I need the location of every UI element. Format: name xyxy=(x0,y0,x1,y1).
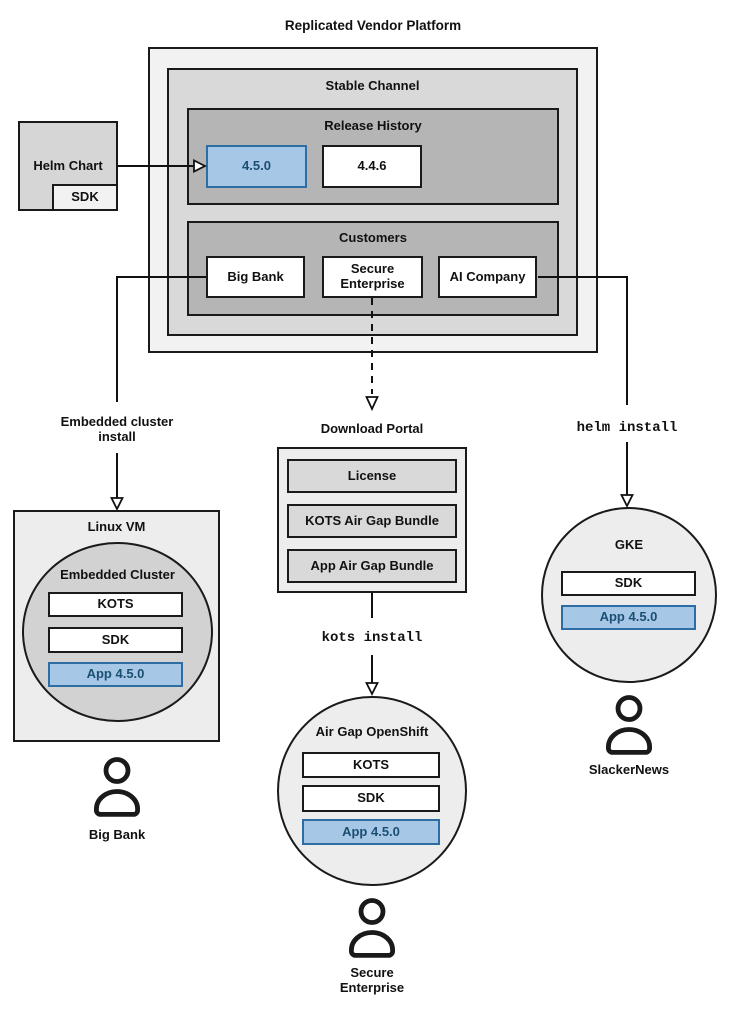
ec-kots-box: KOTS xyxy=(48,592,183,617)
stable-channel-label: Stable Channel xyxy=(325,78,420,93)
gke-sdk-box: SDK xyxy=(561,571,696,596)
kots-install-command: kots install xyxy=(321,630,423,646)
ag-app-box: App 4.5.0 xyxy=(302,819,440,845)
release-4-4-6: 4.4.6 xyxy=(322,145,422,188)
customers-label: Customers xyxy=(339,230,407,245)
customer-big-bank: Big Bank xyxy=(206,256,305,298)
license-box: License xyxy=(287,459,457,493)
customer-secure-enterprise: Secure Enterprise xyxy=(322,256,423,298)
slackernews-user-label: SlackerNews xyxy=(588,762,670,777)
arrowhead-airgap xyxy=(365,682,379,697)
helm-sdk-box: SDK xyxy=(52,184,118,211)
ag-kots-box: KOTS xyxy=(302,752,440,778)
airgap-openshift-label: Air Gap OpenShift xyxy=(315,724,429,739)
embedded-cluster-install-label: Embedded cluster install xyxy=(60,414,174,444)
download-portal-label: Download Portal xyxy=(320,421,424,436)
kots-airgap-bundle-box: KOTS Air Gap Bundle xyxy=(287,504,457,538)
arrowhead-linuxvm xyxy=(110,497,124,512)
diagram-title: Replicated Vendor Platform xyxy=(284,18,462,33)
ag-sdk-box: SDK xyxy=(302,785,440,812)
app-airgap-bundle-box: App Air Gap Bundle xyxy=(287,549,457,583)
linux-vm-label: Linux VM xyxy=(87,519,146,534)
customer-ai-company: AI Company xyxy=(438,256,537,298)
ec-app-box: App 4.5.0 xyxy=(48,662,183,687)
secure-enterprise-user-icon xyxy=(349,898,395,963)
gke-label: GKE xyxy=(614,537,644,552)
gke-app-box: App 4.5.0 xyxy=(561,605,696,630)
slackernews-user-icon xyxy=(606,695,652,760)
big-bank-user-label: Big Bank xyxy=(88,827,146,842)
embedded-cluster-label: Embedded Cluster xyxy=(60,567,175,582)
arrowhead-gke xyxy=(620,494,634,509)
helm-chart-label: Helm Chart xyxy=(33,158,103,173)
secure-enterprise-user-label: Secure Enterprise xyxy=(339,965,405,995)
release-4-5-0: 4.5.0 xyxy=(206,145,307,188)
big-bank-user-icon xyxy=(94,757,140,822)
arrowhead-portal xyxy=(365,396,379,412)
helm-install-command: helm install xyxy=(576,420,678,436)
release-history-label: Release History xyxy=(324,118,422,133)
ec-sdk-box: SDK xyxy=(48,627,183,653)
